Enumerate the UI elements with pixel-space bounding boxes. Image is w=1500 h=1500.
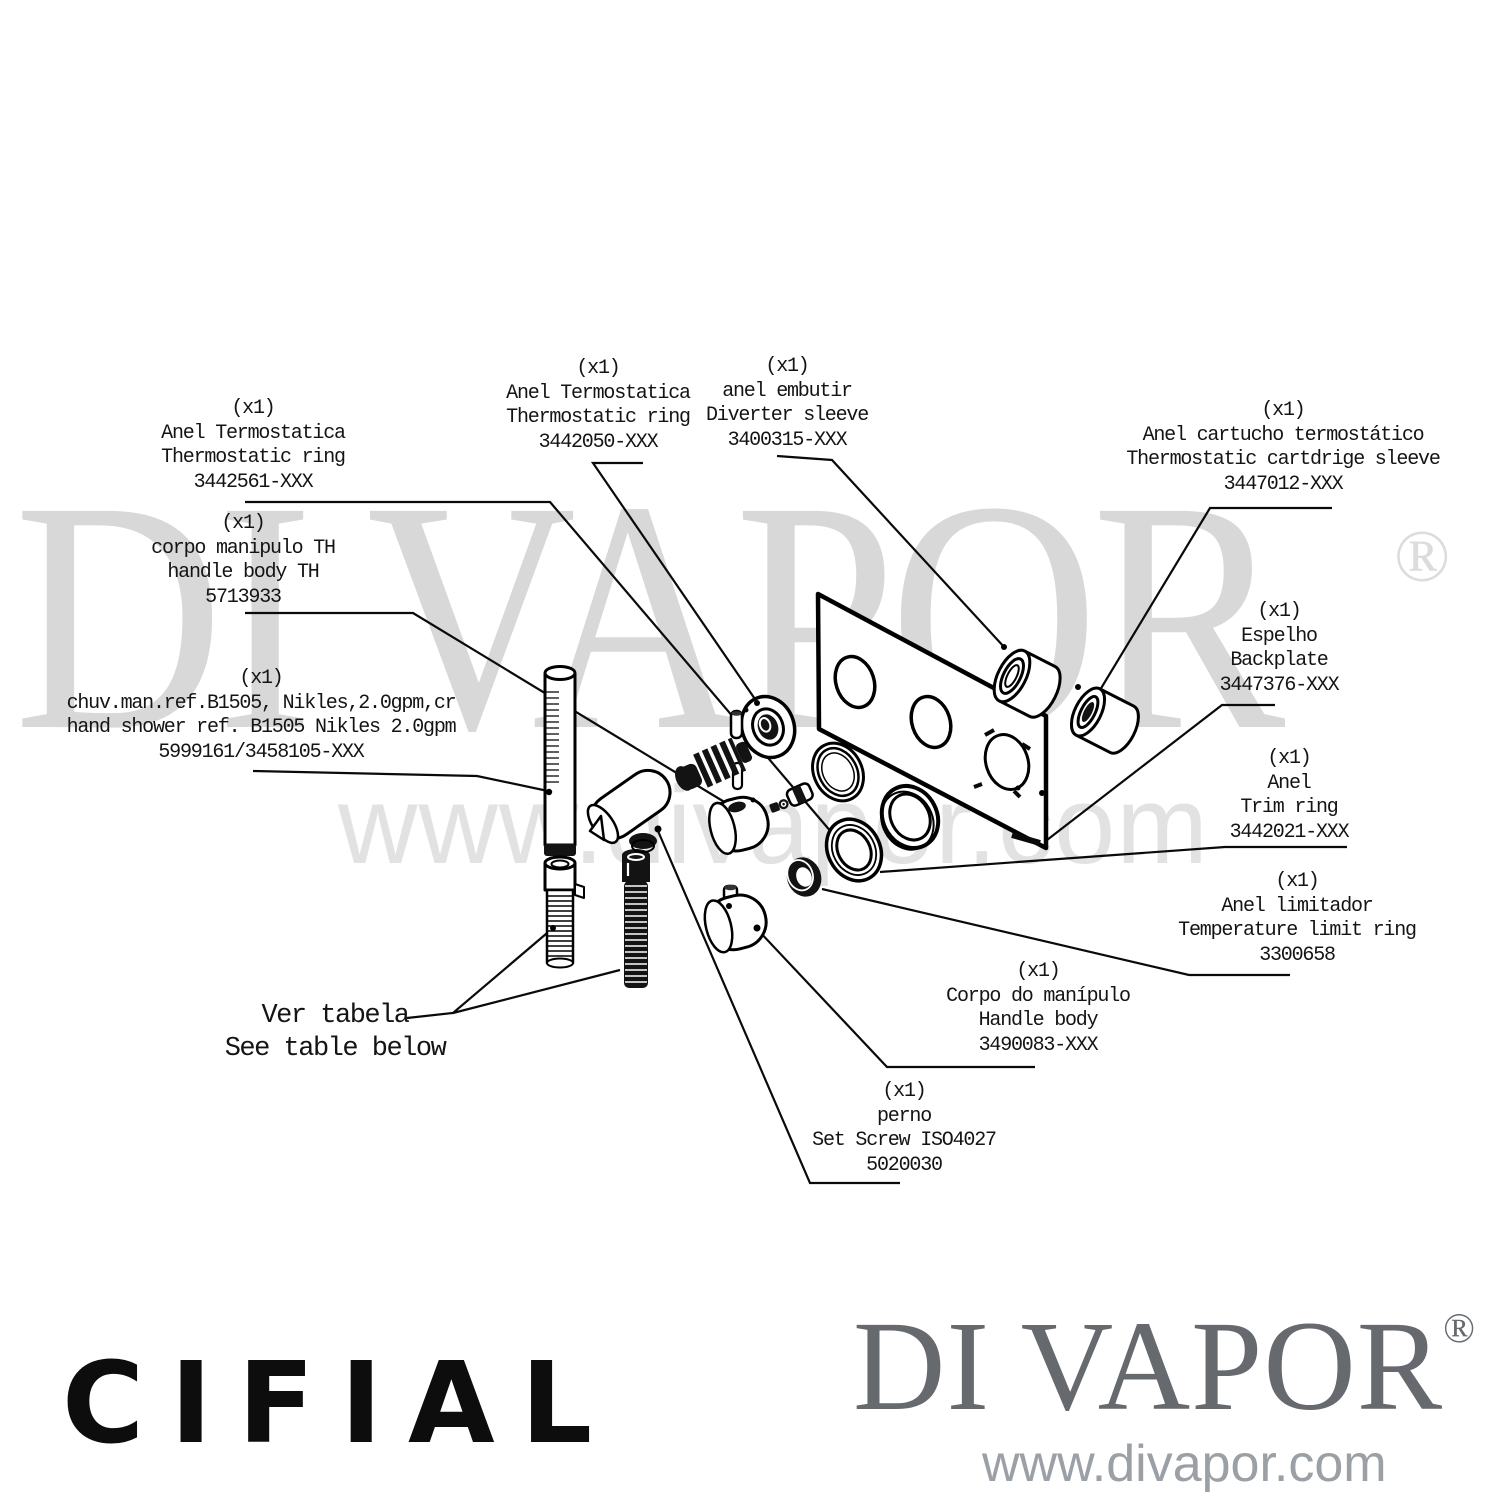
callout-part-number: 3442561-XXX	[193, 470, 314, 494]
callout-qty: (x1)	[1257, 600, 1301, 623]
callout-cartridge-sleeve: (x1) Anel cartucho termostático Thermost…	[1126, 399, 1440, 497]
callout-name-en: handle body TH	[167, 561, 319, 584]
callout-name-pt: Anel Termostatica	[161, 421, 346, 445]
callout-name-en: Thermostatic cartdrige sleeve	[1126, 448, 1440, 471]
callout-name-pt: perno	[876, 1104, 932, 1128]
callout-name-pt: anel embutir	[722, 379, 853, 403]
callout-qty: (x1)	[239, 667, 283, 690]
callout-name-pt: Anel Termostatica	[506, 381, 691, 405]
screw-small	[769, 799, 789, 813]
callout-qty: (x1)	[1261, 399, 1305, 422]
callout-name-pt: Anel limitador	[1221, 894, 1373, 918]
callout-part-number: 3447012-XXX	[1223, 472, 1344, 496]
shower-hose-2	[622, 849, 650, 988]
temperature-limit-ring	[786, 857, 822, 897]
backplate	[815, 591, 1049, 851]
handle-body-th	[708, 795, 770, 855]
callout-part-number: 3400315-XXX	[727, 428, 848, 452]
callout-name-en: Thermostatic ring	[506, 406, 691, 429]
hand-shower	[543, 665, 577, 856]
see-table-note: Ver tabela See table below	[224, 1000, 447, 1066]
callout-part-number: 5713933	[205, 585, 282, 609]
shower-hose-1	[543, 855, 585, 969]
callout-name-en: Set Screw ISO4027	[812, 1129, 997, 1152]
callout-name-en: Thermostatic ring	[161, 446, 346, 469]
callout-diverter-sleeve: (x1) anel embutir Diverter sleeve 340031…	[705, 355, 869, 453]
callout-handle-body: (x1) Corpo do manípulo Handle body 34900…	[946, 960, 1131, 1058]
callout-backplate: (x1) Espelho Backplate 3447376-XXX	[1219, 600, 1340, 698]
callout-part-number: 3490083-XXX	[978, 1033, 1099, 1057]
callout-part-number: 5999161/3458105-XXX	[158, 740, 364, 764]
callout-name-en: hand shower ref. B1505 Nikles 2.0gpm	[66, 716, 457, 739]
callout-part-number: 3442050-XXX	[538, 430, 659, 454]
thermostatic-ring-3442050	[739, 694, 797, 760]
thermostatic-cartridge-sleeve	[1069, 684, 1140, 755]
callout-name-pt: chuv.man.ref.B1505, Nikles,2.0gpm,cr	[66, 691, 457, 715]
callout-part-number: 3300658	[1259, 943, 1336, 967]
callout-hand-shower: (x1) chuv.man.ref.B1505, Nikles,2.0gpm,c…	[66, 667, 457, 765]
callout-qty: (x1)	[765, 355, 809, 378]
divapor-logo: DI VAPOR®	[853, 1302, 1476, 1430]
watermark-website: www.divapor.com	[338, 764, 1209, 887]
divapor-logo-text: DI VAPOR	[853, 1295, 1444, 1437]
handle-body	[703, 884, 768, 954]
cifial-logo: CIFIAL	[62, 1339, 619, 1469]
callout-qty: (x1)	[1016, 960, 1060, 983]
callout-name-en: Temperature limit ring	[1178, 919, 1417, 942]
callout-thermostatic-ring-3442561: (x1) Anel Termostatica Thermostatic ring…	[161, 397, 346, 495]
callout-set-screw: (x1) perno Set Screw ISO4027 5020030	[812, 1080, 997, 1178]
ring-large	[879, 784, 941, 851]
leader-lines	[245, 454, 1347, 1185]
plug-small	[785, 782, 814, 807]
callout-name-pt: corpo manipulo TH	[151, 536, 336, 560]
pin	[729, 709, 744, 740]
callout-qty: (x1)	[1267, 747, 1311, 770]
thermostatic-cartridge	[674, 737, 753, 791]
note-line-pt: Ver tabela	[261, 1001, 410, 1031]
callout-name-en: Trim ring	[1240, 796, 1338, 819]
thermostatic-ring-3442561	[811, 741, 865, 803]
callout-name-en: Diverter sleeve	[705, 404, 869, 427]
callout-part-number: 5020030	[866, 1153, 943, 1177]
callout-qty: (x1)	[882, 1080, 926, 1103]
callout-name-pt: Espelho	[1241, 624, 1318, 648]
set-screw	[654, 825, 662, 833]
diverter-sleeve	[992, 644, 1062, 719]
callout-qty: (x1)	[1275, 870, 1319, 893]
callout-name-pt: Anel	[1267, 771, 1311, 795]
trim-ring-3442021	[824, 817, 884, 883]
watermark-registered-icon: ®	[1394, 516, 1451, 598]
note-line-en: See table below	[224, 1034, 447, 1064]
callout-temperature-limit-ring: (x1) Anel limitador Temperature limit ri…	[1178, 870, 1417, 968]
callout-trim-ring: (x1) Anel Trim ring 3442021-XXX	[1229, 747, 1350, 845]
callout-part-number: 3442021-XXX	[1229, 820, 1350, 844]
callout-qty: (x1)	[221, 512, 265, 535]
callout-name-pt: Corpo do manípulo	[946, 984, 1131, 1008]
callout-part-number: 3447376-XXX	[1219, 673, 1340, 697]
callout-handle-body-th: (x1) corpo manipulo TH handle body TH 57…	[151, 512, 336, 610]
callout-qty: (x1)	[231, 397, 275, 420]
divapor-website: www.divapor.com	[982, 1435, 1387, 1493]
callout-name-pt: Anel cartucho termostático	[1142, 423, 1425, 447]
callout-qty: (x1)	[576, 357, 620, 380]
callout-name-en: Backplate	[1230, 649, 1328, 672]
callout-name-en: Handle body	[978, 1009, 1099, 1032]
callout-thermostatic-ring-3442050: (x1) Anel Termostatica Thermostatic ring…	[506, 357, 691, 455]
shower-bracket	[586, 768, 672, 853]
registered-icon: ®	[1443, 1306, 1477, 1352]
